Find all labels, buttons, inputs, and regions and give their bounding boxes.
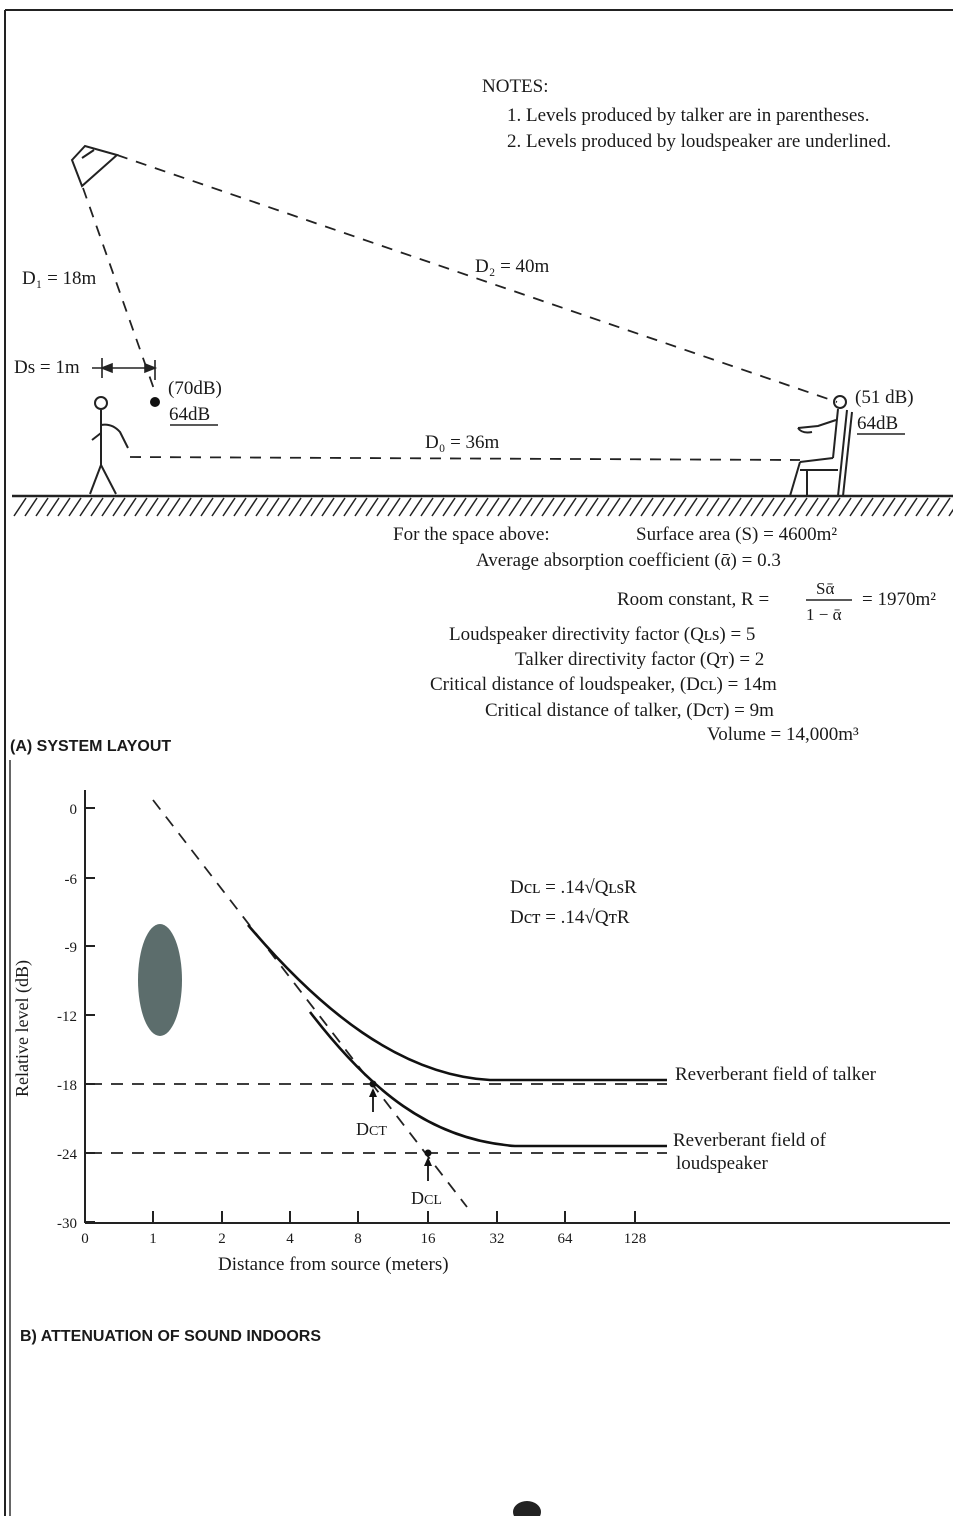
formula-dcl: Dcʟ = .14√QʟsR (510, 877, 637, 898)
x-tick-label: 32 (490, 1231, 505, 1247)
dct-line: Critical distance of talker, (Dcᴛ) = 9m (485, 700, 774, 721)
speaker-level-near: 64dB (169, 404, 210, 425)
marker-arrowhead (424, 1157, 432, 1166)
listener-figure (789, 395, 853, 497)
surface-area: Surface area (S) = 4600m² (636, 524, 837, 545)
room-constant-num: Sᾱ (816, 579, 834, 598)
talker-level-far: (51 dB) (855, 387, 914, 408)
x-tick-label: 128 (624, 1231, 647, 1247)
space-intro: For the space above: (393, 524, 550, 545)
y-axis-label: Relative level (dB) (12, 960, 33, 1097)
critical-distance-marker (424, 1149, 432, 1157)
legend-talker: Reverberant field of talker (675, 1064, 877, 1085)
y-tick-label: -12 (57, 1009, 77, 1025)
volume-line: Volume = 14,000m³ (707, 724, 859, 745)
section-a-title: (A) SYSTEM LAYOUT (10, 738, 171, 755)
x-tick-label: 8 (354, 1231, 362, 1247)
d1-label: D₁ = 18m (22, 268, 97, 289)
dct-marker-label: DCT (356, 1119, 387, 1139)
formula-dct: Dcᴛ = .14√QᴛR (510, 907, 630, 928)
qt-line: Talker directivity factor (Qᴛ) = 2 (515, 649, 764, 670)
talker-mouth-dot (150, 397, 160, 407)
d2-label: D₂ = 40m (475, 256, 550, 277)
room-constant-label: Room constant, R = (617, 589, 769, 610)
attenuation-chart: 0 -6 -9 -12 -18 -24 -30 0 1 2 4 8 16 32 64 128 DCT DCL (57, 790, 950, 1247)
legend-speaker-1: Reverberant field of (673, 1130, 827, 1151)
ql-line: Loudspeaker directivity factor (Qʟs) = 5 (449, 624, 755, 645)
y-tick-label: -18 (57, 1078, 77, 1094)
ds-label: Ds = 1m (14, 357, 80, 378)
room-constant-value: = 1970m² (862, 589, 936, 610)
x-tick-label: 0 (81, 1231, 89, 1247)
ground (12, 494, 953, 517)
layout-lines (82, 154, 838, 461)
talker-level-near: (70dB) (168, 378, 222, 399)
loudspeaker-reverberant-curve (308, 1011, 667, 1148)
room-constant-den: 1 − ᾱ (806, 605, 842, 624)
x-tick-label: 2 (218, 1231, 226, 1247)
d0-label: D₀ = 36m (425, 432, 500, 453)
note-2: 2. Levels produced by loudspeaker are un… (507, 131, 891, 152)
critical-distance-marker (369, 1080, 377, 1088)
marker-arrowhead (369, 1088, 377, 1097)
x-tick-label: 4 (286, 1231, 294, 1247)
y-tick-label: -9 (65, 940, 78, 956)
direct-field-line (152, 799, 468, 1208)
section-b-title: B) ATTENUATION OF SOUND INDOORS (20, 1328, 321, 1345)
y-tick-label: -6 (65, 872, 78, 888)
x-axis-label: Distance from source (meters) (218, 1254, 449, 1275)
x-tick-label: 64 (558, 1231, 574, 1247)
loudspeaker-icon (70, 144, 120, 188)
notes-heading: NOTES: (482, 76, 549, 97)
y-tick-label: -24 (57, 1147, 77, 1163)
ds-dimension (92, 358, 158, 380)
dcl-marker-label: DCL (411, 1188, 442, 1208)
y-tick-label: -30 (57, 1216, 77, 1232)
talker-reverberant-curve (247, 924, 667, 1082)
dcl-line: Critical distance of loudspeaker, (Dcʟ) … (430, 674, 777, 695)
legend-speaker-2: loudspeaker (676, 1153, 768, 1174)
y-tick-label: 0 (70, 802, 78, 818)
smudge-mark (138, 924, 182, 1036)
talker-figure (89, 396, 129, 495)
speaker-level-far: 64dB (857, 413, 898, 434)
absorption: Average absorption coefficient (ᾱ) = 0.3 (476, 550, 781, 571)
note-1: 1. Levels produced by talker are in pare… (507, 105, 869, 126)
smudge-mark-bottom (513, 1501, 541, 1516)
x-tick-label: 1 (149, 1231, 157, 1247)
x-tick-label: 16 (421, 1231, 437, 1247)
